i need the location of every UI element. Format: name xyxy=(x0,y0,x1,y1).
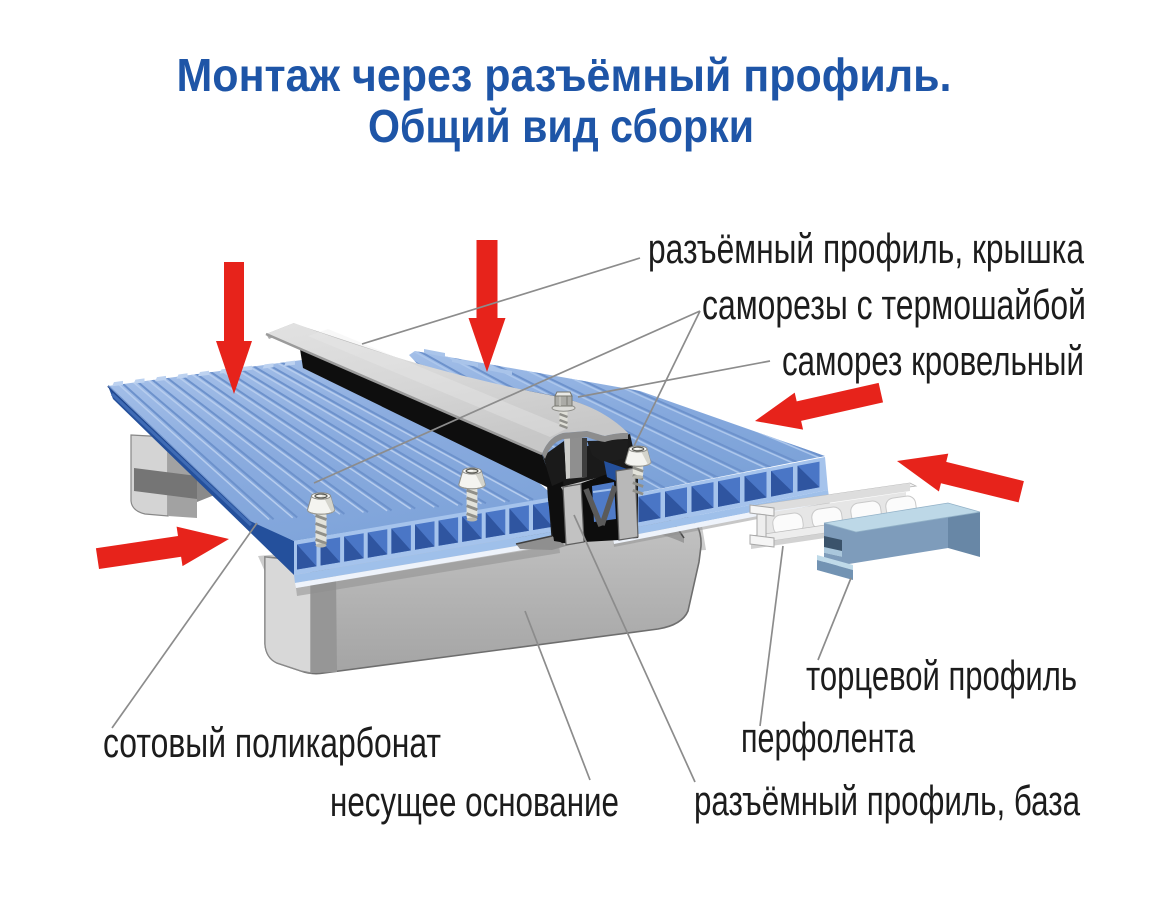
svg-text:саморезы с термошайбой: саморезы с термошайбой xyxy=(702,281,1086,328)
svg-text:Монтаж через разъёмный профиль: Монтаж через разъёмный профиль. xyxy=(177,49,952,101)
svg-text:перфолента: перфолента xyxy=(741,714,915,761)
svg-text:разъёмный профиль, крышка: разъёмный профиль, крышка xyxy=(648,225,1084,272)
svg-text:торцевой профиль: торцевой профиль xyxy=(806,652,1077,699)
svg-text:разъёмный профиль, база: разъёмный профиль, база xyxy=(694,777,1080,824)
svg-text:сотовый поликарбонат: сотовый поликарбонат xyxy=(103,719,441,766)
svg-text:саморез кровельный: саморез кровельный xyxy=(782,337,1084,384)
svg-text:Общий вид сборки: Общий вид сборки xyxy=(368,100,754,152)
svg-text:несущее основание: несущее основание xyxy=(330,778,619,825)
